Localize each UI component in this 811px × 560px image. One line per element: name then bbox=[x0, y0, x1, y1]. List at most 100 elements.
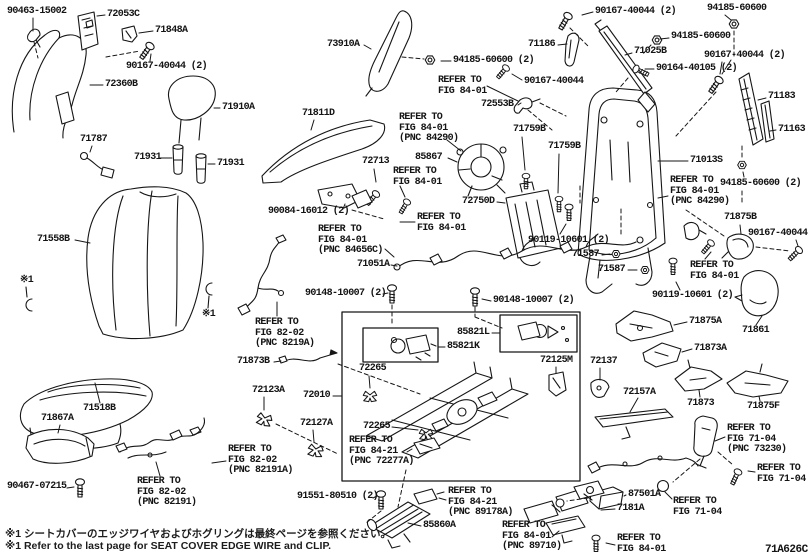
part-label-refer-to: REFER TO FIG 84-01 (PNC 89710) bbox=[502, 520, 562, 553]
nut-71587-icon bbox=[611, 250, 621, 258]
part-label-90148-10007-2: 90148-10007 (2) bbox=[493, 295, 575, 306]
seatback-frame-71013S-drawing bbox=[577, 87, 666, 294]
nut-94185-right-icon bbox=[737, 160, 747, 170]
part-label-72010: 72010 bbox=[303, 390, 331, 401]
screw-71759B-icon bbox=[554, 195, 564, 213]
part-label-72553b: 72553B bbox=[481, 99, 514, 110]
part-label-85867: 85867 bbox=[415, 152, 443, 163]
part-label-94185-60600: 94185-60600 bbox=[671, 31, 731, 42]
latch-84290-drawing bbox=[683, 221, 707, 241]
part-label-71875f: 71875F bbox=[747, 401, 780, 412]
cushion-shield-71867A-drawing bbox=[25, 428, 95, 464]
rail-72157A-drawing bbox=[594, 408, 674, 440]
part-label-90164-40105-2: 90164-40105 (2) bbox=[656, 63, 738, 74]
part-label-refer-to: REFER TO FIG 84-01 bbox=[393, 166, 442, 188]
part-label-71163: 71163 bbox=[778, 124, 806, 135]
bolt-90148-icon bbox=[469, 287, 481, 307]
switch-72053C-drawing bbox=[77, 11, 99, 51]
part-label-87501a: 87501A bbox=[628, 489, 661, 500]
part-label-71051a: 71051A bbox=[357, 259, 390, 270]
part-label-71875b: 71875B bbox=[724, 212, 757, 223]
part-label-72123a: 72123A bbox=[252, 385, 285, 396]
bracket-71873-drawing bbox=[674, 359, 723, 392]
bolt-90167-40044-icon bbox=[137, 40, 157, 62]
bolt-90167-topright-icon bbox=[556, 10, 575, 32]
part-label-90167-40044-2: 90167-40044 (2) bbox=[704, 50, 786, 61]
bracket-89710-drawing bbox=[545, 515, 586, 544]
part-label-72265: 72265 bbox=[359, 363, 387, 374]
bracket-71186-drawing bbox=[564, 32, 580, 67]
part-label-refer-to: REFER TO FIG 84-01 (PNC 84656C) bbox=[318, 224, 383, 257]
dashed-assembly-lines bbox=[33, 27, 791, 524]
part-label-refer-to: REFER TO FIG 84-01 bbox=[438, 75, 487, 97]
part-label-90167-40044-2: 90167-40044 (2) bbox=[126, 61, 208, 72]
part-label-71910a: 71910A bbox=[222, 102, 255, 113]
rail-71025B-drawing bbox=[594, 19, 656, 113]
hog-ring-hook-icon bbox=[25, 282, 213, 312]
footnote-japanese: ※1 シートカバーのエッジワイヤおよびホグリングは最終ページを参照ください。 bbox=[5, 528, 391, 540]
clip-72123A-icon bbox=[255, 411, 274, 428]
screw-71759B-icon bbox=[521, 172, 531, 190]
part-label-71183: 71183 bbox=[768, 91, 796, 102]
bolt-90148-icon bbox=[386, 284, 398, 304]
clip-72137-drawing bbox=[590, 378, 610, 398]
harness-71051A-drawing bbox=[393, 233, 644, 271]
bracket-72277A-drawing bbox=[413, 431, 441, 455]
part-label-71518b: 71518B bbox=[83, 403, 116, 414]
nut-71587-icon bbox=[640, 266, 650, 274]
headrest-support-71931-drawing bbox=[172, 144, 207, 184]
part-label-85821k: 85821K bbox=[447, 341, 480, 352]
part-label-refer-to: REFER TO FIG 82-02 (PNC 82191A) bbox=[228, 444, 293, 477]
screw-refer-8401-icon bbox=[396, 197, 413, 216]
bolt-refer-8401-icon bbox=[591, 534, 601, 552]
clip-90463-drawing bbox=[27, 28, 41, 48]
motor-85860A-drawing bbox=[366, 501, 431, 549]
part-label-refer-to: REFER TO FIG 82-02 (PNC 82191) bbox=[137, 476, 197, 509]
seat-wire-72360B-drawing bbox=[11, 29, 87, 139]
part-label-refer-to: REFER TO FIG 71-04 bbox=[757, 463, 806, 485]
part-label-refer-to: REFER TO FIG 71-04 bbox=[673, 496, 722, 518]
buckle-73230-drawing bbox=[693, 415, 718, 469]
figure-code: 71A626C bbox=[765, 544, 808, 556]
part-label-72157a: 72157A bbox=[623, 387, 656, 398]
cable-71873B-drawing bbox=[278, 349, 338, 364]
part-label-72713: 72713 bbox=[362, 156, 390, 167]
bracket-71873A-drawing bbox=[642, 342, 682, 368]
lug-89178A-drawing bbox=[413, 488, 445, 505]
part-label-refer-to: REFER TO FIG 82-02 (PNC 8219A) bbox=[255, 317, 315, 350]
harness-8219A-drawing bbox=[237, 234, 287, 316]
part-label-85860a: 85860A bbox=[423, 520, 456, 531]
part-label-71873: 71873 bbox=[687, 398, 715, 409]
part-label-refer-to: REFER TO FIG 84-01 bbox=[417, 212, 466, 234]
nut-94185-top-icon bbox=[728, 19, 740, 29]
part-label-91551-80510-2: 91551-80510 (2) bbox=[297, 491, 379, 502]
part-label-71875a: 71875A bbox=[689, 316, 722, 327]
part-label-refer-to: REFER TO FIG 84-21 (PNC 72277A) bbox=[349, 435, 414, 468]
part-label-71587: 71587 bbox=[572, 249, 600, 260]
part-label-refer-to: REFER TO FIG 84-21 (PNC 89178A) bbox=[448, 486, 513, 519]
part-label-72127a: 72127A bbox=[300, 418, 333, 429]
part-label-72137: 72137 bbox=[590, 356, 618, 367]
harness-82191-drawing bbox=[115, 417, 206, 459]
part-label-refer-to: REFER TO FIG 84-01 bbox=[617, 533, 666, 555]
motor-85821K-drawing bbox=[390, 334, 437, 361]
plate-90084-drawing bbox=[317, 183, 361, 209]
lumbar-72750D-drawing bbox=[505, 181, 562, 267]
part-label-71811d: 71811D bbox=[302, 108, 335, 119]
clip-72265-icon bbox=[362, 390, 378, 403]
part-label-71013s: 71013S bbox=[690, 155, 723, 166]
screw-90467-07215-icon bbox=[74, 478, 86, 498]
recliner-cover-85867-drawing bbox=[456, 143, 507, 197]
part-label-71873b: 71873B bbox=[237, 356, 270, 367]
seatback-cover-71558B-drawing bbox=[86, 186, 204, 340]
part-label-90167-40044: 90167-40044 bbox=[748, 228, 808, 239]
part-label-71861: 71861 bbox=[742, 325, 770, 336]
bracket-72125M-drawing bbox=[548, 371, 567, 397]
part-label-90467-07215: 90467-07215 bbox=[7, 481, 67, 492]
part-label-90167-40044: 90167-40044 bbox=[524, 76, 584, 87]
bracket-71875F-drawing bbox=[726, 363, 789, 398]
nut-94185-center-icon bbox=[424, 55, 436, 65]
part-label-90148-10007-2: 90148-10007 (2) bbox=[305, 288, 387, 299]
